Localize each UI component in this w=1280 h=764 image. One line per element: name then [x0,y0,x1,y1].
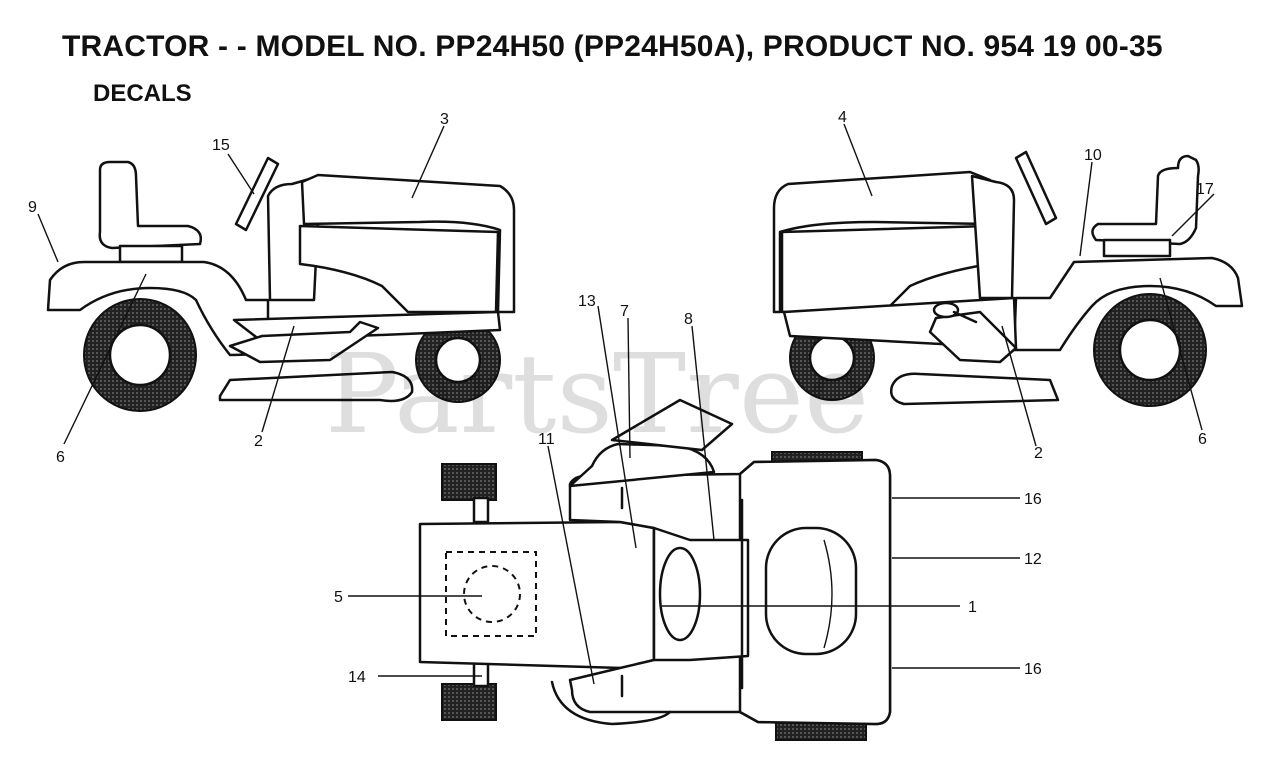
callout-16-bottom: 16 [1024,661,1042,678]
callout-9: 9 [28,199,37,216]
callout-7: 7 [620,303,629,320]
callout-4: 4 [838,109,847,126]
callout-11: 11 [538,431,555,448]
tractor-top-view [418,398,892,741]
callout-13: 13 [578,293,596,310]
callout-2-left: 2 [254,433,263,450]
callout-3: 3 [440,111,449,128]
callout-2-right: 2 [1034,445,1043,462]
callout-5: 5 [334,589,343,606]
callout-15: 15 [212,137,230,154]
tractor-right-side-view [772,150,1244,407]
callout-12: 12 [1024,551,1042,568]
partstree-watermark: PartsTree [325,330,869,458]
diagram-title: TRACTOR - - MODEL NO. PP24H50 (PP24H50A)… [62,30,1163,63]
callout-14: 14 [348,669,366,686]
diagram-subtitle: DECALS [93,80,192,107]
callout-17: 17 [1196,181,1214,198]
callout-1: 1 [968,599,977,616]
callout-8: 8 [684,311,693,328]
callout-leader-lines [37,123,1215,685]
callout-16-top: 16 [1024,491,1042,508]
callout-6-right: 6 [1198,431,1207,448]
callout-10: 10 [1084,147,1102,164]
tractor-left-side-view [46,156,516,412]
callout-6-left: 6 [56,449,65,466]
